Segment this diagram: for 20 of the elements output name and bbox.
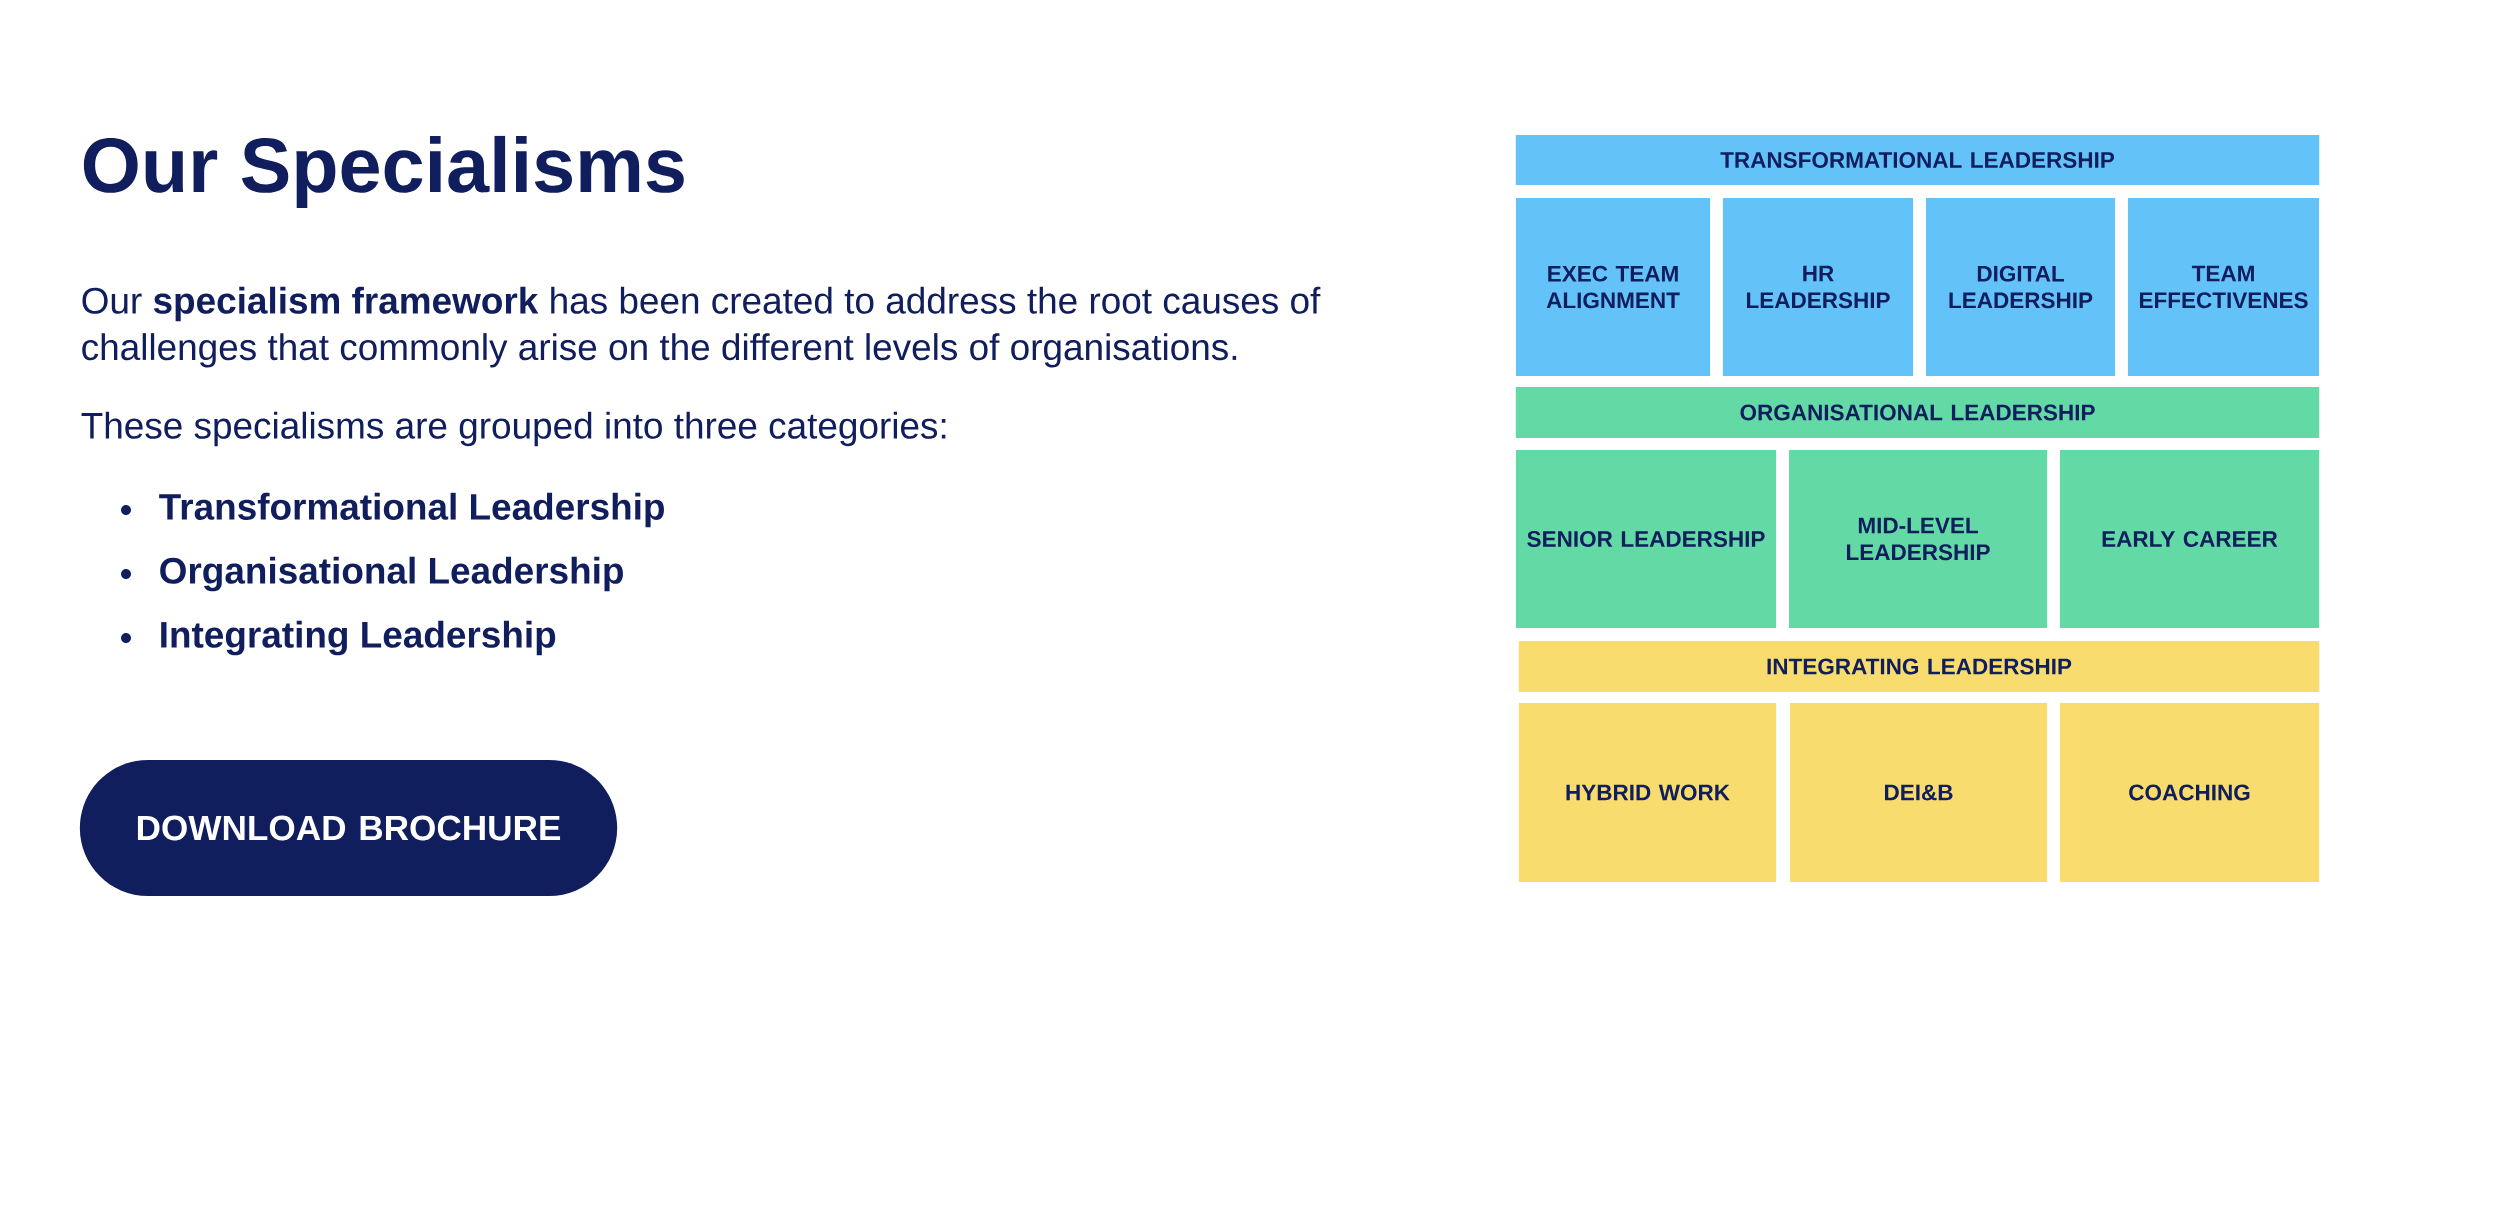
specialism-box: TEAM EFFECTIVENES: [2127, 197, 2320, 377]
specialism-box: SENIOR LEADERSHIP: [1515, 449, 1777, 629]
specialism-box: EXEC TEAM ALIGNMENT: [1515, 197, 1711, 377]
category-band: INTEGRATING LEADERSHIP: [1518, 641, 2320, 692]
bullet-item: Transformational Leadership: [121, 492, 664, 528]
specialism-box: DEI&B: [1789, 702, 2048, 883]
specialism-box: HR LEADERSHIP: [1722, 197, 1914, 377]
specialism-box: MID-LEVEL LEADERSHIP: [1788, 449, 2048, 629]
bullet-item: Integrating Leadership: [121, 620, 556, 656]
specialism-box: EARLY CAREER: [2059, 449, 2320, 629]
heading: Our Specialisms: [83, 135, 684, 209]
category-band: ORGANISATIONAL LEADERSHIP: [1515, 387, 2320, 438]
category-band: TRANSFORMATIONAL LEADERSHIP: [1515, 135, 2320, 185]
specialism-box: COACHING: [2059, 702, 2320, 883]
download-button: DOWNLOAD BROCHURE: [79, 759, 618, 897]
bullet-item: Organisational Leadership: [121, 556, 623, 592]
paragraph: Our specialism framework has been created to address the root causes of challenges that commonly arise on the different levels of organisations.: [82, 286, 1321, 368]
specialism-box: HYBRID WORK: [1518, 702, 1777, 883]
specialism-box: DIGITAL LEADERSHIP: [1925, 197, 2116, 377]
paragraph: These specialisms are grouped into three categories:: [81, 411, 946, 447]
